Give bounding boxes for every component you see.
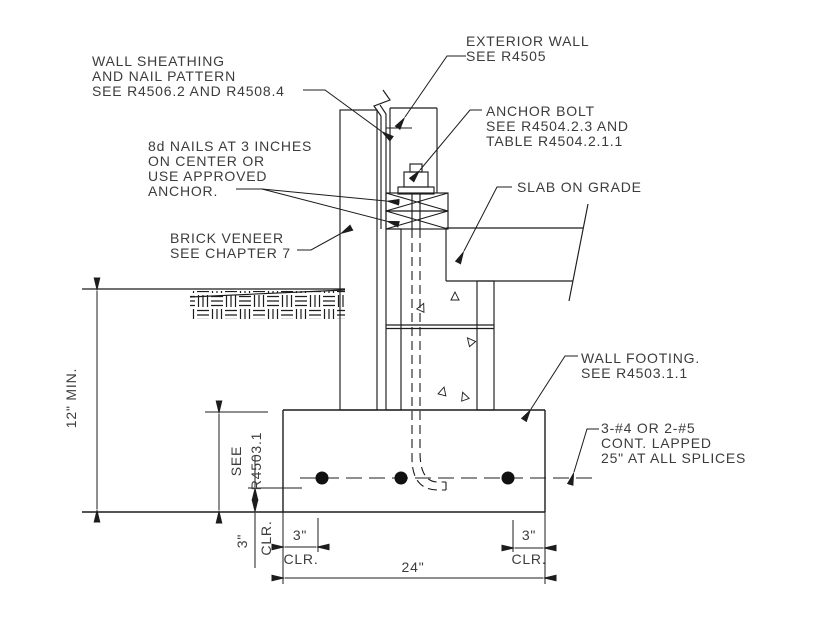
label-slab-on-grade: SLAB ON GRADE bbox=[517, 179, 642, 195]
dimension-footing-height bbox=[205, 400, 268, 524]
label-exterior-wall-line1: EXTERIOR WALL bbox=[466, 33, 589, 49]
label-brick-veneer-line2: SEE CHAPTER 7 bbox=[170, 245, 291, 261]
wall-footing-outline bbox=[82, 409, 546, 513]
dim-clr-bottom-right-value: 3" bbox=[522, 527, 536, 543]
label-rebar-line2: CONT. LAPPED bbox=[601, 435, 712, 451]
wall-sheathing-lines bbox=[373, 89, 391, 229]
label-nails: 8d NAILS AT 3 INCHES ON CENTER OR USE AP… bbox=[148, 138, 312, 199]
sill-plates bbox=[385, 192, 449, 230]
leader-anchor-bolt bbox=[408, 109, 482, 183]
label-nails-line1: 8d NAILS AT 3 INCHES bbox=[148, 138, 312, 154]
label-wall-footing-line2: SEE R4503.1.1 bbox=[581, 365, 688, 381]
leader-brick-veneer bbox=[297, 224, 354, 251]
label-nails-line4: ANCHOR. bbox=[148, 183, 218, 199]
label-anchor-bolt-line2: SEE R4504.2.3 AND bbox=[486, 118, 629, 134]
label-nails-line3: USE APPROVED bbox=[148, 168, 267, 184]
label-nails-line2: ON CENTER OR bbox=[148, 153, 265, 169]
leader-rebar bbox=[566, 428, 599, 486]
label-wall-sheathing: WALL SHEATHING AND NAIL PATTERN SEE R450… bbox=[92, 53, 285, 99]
exterior-stud-wall bbox=[389, 107, 438, 193]
leader-nails bbox=[236, 188, 400, 228]
dimension-clr-bottom-right bbox=[501, 512, 557, 584]
dimension-texts: 12" MIN. SEE R4503.1 3" CLR. 3" CLR. 24"… bbox=[63, 368, 546, 575]
label-rebar-line1: 3-#4 OR 2-#5 bbox=[601, 420, 695, 436]
label-wall-sheathing-line2: AND NAIL PATTERN bbox=[92, 68, 236, 84]
label-anchor-bolt: ANCHOR BOLT SEE R4504.2.3 AND TABLE R450… bbox=[486, 103, 629, 149]
leader-exterior-wall bbox=[394, 55, 466, 131]
label-wall-sheathing-line3: SEE R4506.2 AND R4508.4 bbox=[92, 83, 285, 99]
label-wall-footing: WALL FOOTING. SEE R4503.1.1 bbox=[581, 350, 700, 381]
dim-footing-height-text-line1: SEE bbox=[228, 446, 244, 476]
label-wall-sheathing-line1: WALL SHEATHING bbox=[92, 53, 225, 69]
leader-wall-footing bbox=[520, 355, 578, 423]
label-wall-footing-line1: WALL FOOTING. bbox=[581, 350, 700, 366]
label-anchor-bolt-line1: ANCHOR BOLT bbox=[486, 103, 595, 119]
dim-clr-left-vertical-label: CLR. bbox=[258, 520, 274, 555]
label-brick-veneer-line1: BRICK VENEER bbox=[170, 230, 284, 246]
dim-footing-height-text-line2: R4503.1 bbox=[248, 432, 264, 491]
footing-rebar bbox=[300, 471, 592, 485]
grade-line-and-earth bbox=[82, 288, 346, 319]
dim-clr-bottom-left-value: 3" bbox=[293, 527, 307, 543]
label-exterior-wall: EXTERIOR WALL SEE R4505 bbox=[466, 33, 589, 64]
dim-clr-bottom-right-label: CLR. bbox=[511, 551, 546, 567]
label-slab-on-grade-line1: SLAB ON GRADE bbox=[517, 179, 642, 195]
label-brick-veneer: BRICK VENEER SEE CHAPTER 7 bbox=[170, 230, 291, 261]
dimension-clr-bottom-left bbox=[271, 512, 330, 584]
label-anchor-bolt-line3: TABLE R4504.2.1.1 bbox=[486, 133, 623, 149]
leader-slab-on-grade bbox=[454, 186, 512, 265]
foundation-stem-wall bbox=[385, 228, 495, 411]
dim-clr-bottom-left-label: CLR. bbox=[283, 551, 318, 567]
dim-depth-min-text: 12" MIN. bbox=[63, 368, 79, 428]
label-exterior-wall-line2: SEE R4505 bbox=[466, 48, 546, 64]
label-rebar-line3: 25" AT ALL SPLICES bbox=[601, 450, 746, 466]
dimension-clr-left-vertical bbox=[248, 456, 302, 568]
dim-footing-width-text: 24" bbox=[402, 559, 425, 575]
label-rebar: 3-#4 OR 2-#5 CONT. LAPPED 25" AT ALL SPL… bbox=[601, 420, 746, 466]
brick-veneer-wall bbox=[339, 109, 378, 411]
anchor-bolt-assembly bbox=[397, 163, 447, 491]
dim-clr-left-vertical-value: 3" bbox=[234, 534, 250, 548]
slab-on-grade-outline bbox=[445, 203, 589, 302]
